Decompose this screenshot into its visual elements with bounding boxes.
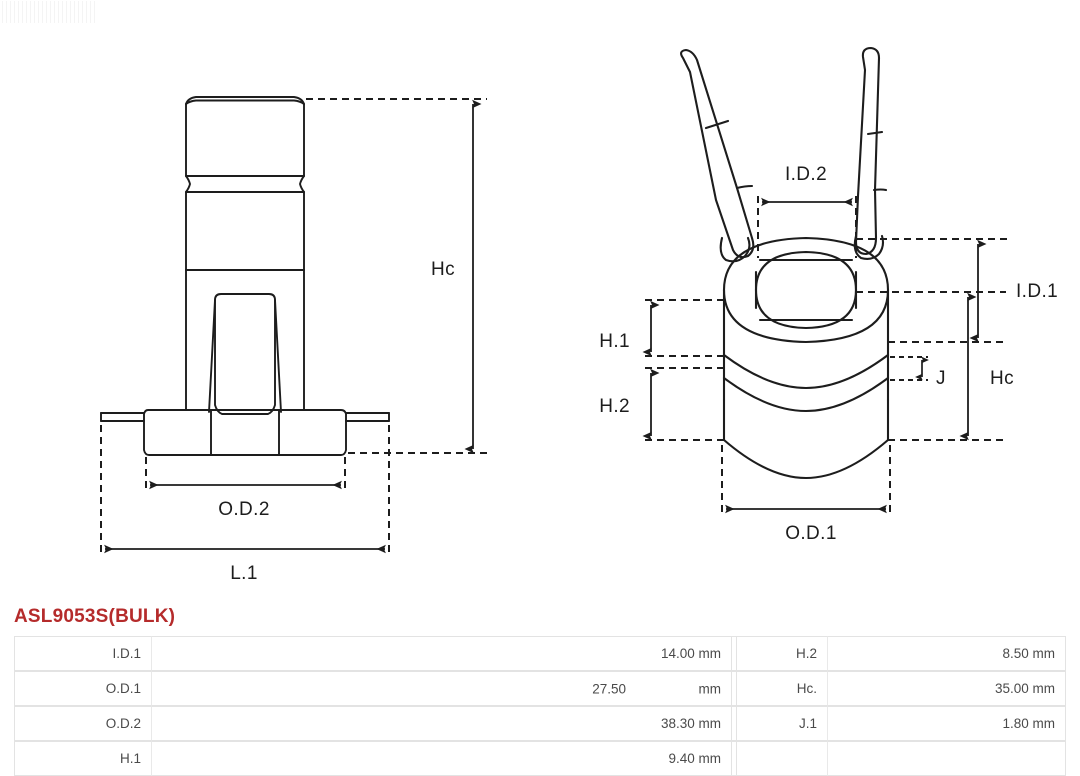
dimension-label-h1: H.1: [599, 331, 630, 352]
spec-label-right: J.1: [736, 706, 828, 741]
spec-value-right: 8.50 mm: [828, 636, 1066, 671]
part-number: ASL9053S(BULK): [14, 606, 176, 627]
dimension-label-h2: H.2: [599, 396, 630, 417]
dimension-label-hc-right: Hc: [990, 368, 1014, 389]
spec-value-left: 27.50 mm: [152, 671, 732, 706]
dimension-label-j: J: [936, 368, 946, 389]
spec-value-left: 9.40 mm: [152, 741, 732, 776]
spec-label-right: Hc.: [736, 671, 828, 706]
specifications-table: I.D.1 14.00 mm H.2 8.50 mm O.D.1 27.50 m…: [14, 636, 1066, 776]
left-view-dimensions: [100, 98, 487, 556]
spec-label-left: O.D.1: [14, 671, 152, 706]
technical-drawing-svg: Hc O.D.2 L.1: [100, 46, 1058, 584]
spec-value-right-empty: [828, 741, 1066, 776]
right-view-dimensions: [641, 196, 1007, 517]
dimension-label-l1: L.1: [230, 563, 258, 584]
table-row: O.D.2 38.30 mm J.1 1.80 mm: [14, 706, 1066, 741]
left-side-elevation-drawing: [100, 96, 390, 456]
spec-label-left: H.1: [14, 741, 152, 776]
spec-label-right: H.2: [736, 636, 828, 671]
table-row: I.D.1 14.00 mm H.2 8.50 mm: [14, 636, 1066, 671]
spec-value-unit: mm: [698, 681, 722, 696]
specifications-table-body: I.D.1 14.00 mm H.2 8.50 mm O.D.1 27.50 m…: [14, 636, 1066, 776]
column-gap: [732, 636, 736, 671]
spec-value-right: 1.80 mm: [828, 706, 1066, 741]
dimension-label-id2: I.D.2: [785, 164, 827, 185]
spec-label-left: O.D.2: [14, 706, 152, 741]
spec-label-left: I.D.1: [14, 636, 152, 671]
column-gap: [732, 671, 736, 706]
column-gap: [732, 706, 736, 741]
dimension-label-id1: I.D.1: [1016, 281, 1058, 302]
technical-drawing-area: Hc O.D.2 L.1: [100, 46, 1058, 584]
table-row: H.1 9.40 mm: [14, 741, 1066, 776]
dimension-label-hc-left: Hc: [431, 259, 455, 280]
dimension-label-od1: O.D.1: [785, 523, 837, 544]
spec-label-right-empty: [736, 741, 828, 776]
spec-value-left: 14.00 mm: [152, 636, 732, 671]
spec-value-number: 27.50: [592, 681, 626, 696]
specifications-table-container: I.D.1 14.00 mm H.2 8.50 mm O.D.1 27.50 m…: [14, 636, 1066, 776]
dimension-label-od2: O.D.2: [218, 499, 270, 520]
spec-value-left: 38.30 mm: [152, 706, 732, 741]
spec-value-right: 35.00 mm: [828, 671, 1066, 706]
right-slip-ring-drawing: [680, 46, 890, 480]
table-row: O.D.1 27.50 mm Hc. 35.00 mm: [14, 671, 1066, 706]
